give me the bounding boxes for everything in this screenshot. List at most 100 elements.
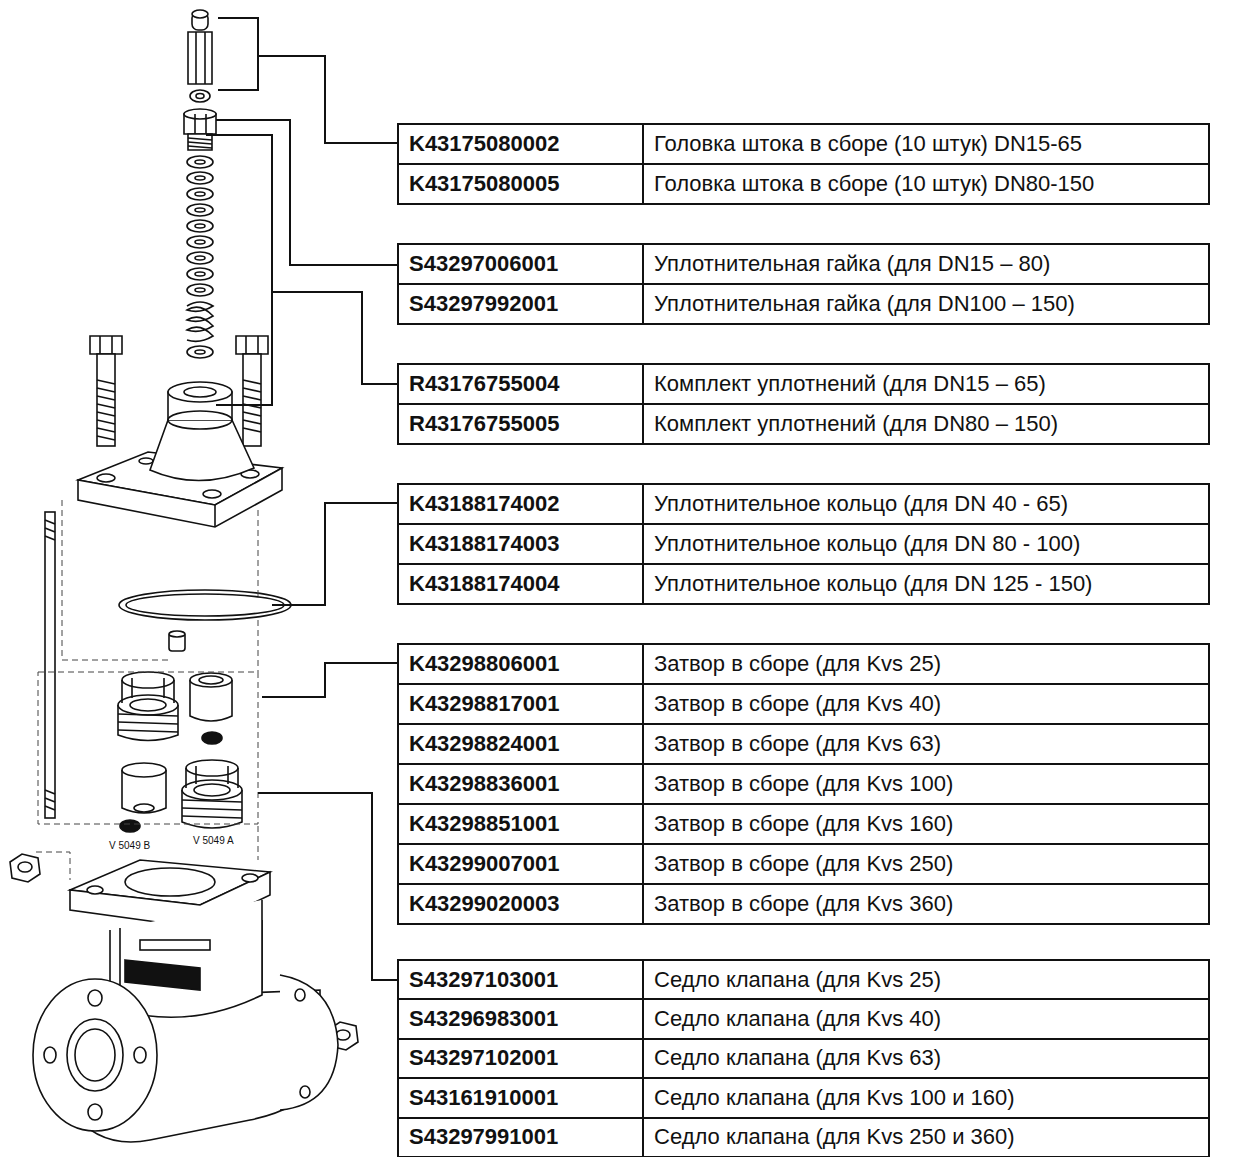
seat-ring (182, 816, 242, 818)
bush (169, 631, 185, 637)
bonnet (168, 382, 232, 402)
seal-stack (187, 204, 213, 216)
gasket (119, 590, 291, 620)
part-number-text: K43175080005 (409, 171, 559, 197)
part-description-text: Седло клапана (для Kvs 25) (654, 967, 941, 993)
part-description: Затвор в сборе (для Kvs 40) (642, 683, 1210, 725)
valve-body (88, 990, 102, 1006)
valve-body (33, 979, 157, 1131)
part-number-text: K43175080002 (409, 131, 559, 157)
part-number-text: S43297991001 (409, 1124, 558, 1150)
bonnet-bolt (243, 412, 261, 416)
part-description: Седло клапана (для Kvs 40) (642, 998, 1210, 1039)
bonnet (78, 382, 282, 527)
part-description-text: Седло клапана (для Kvs 63) (654, 1045, 941, 1071)
part-number-text: S43297992001 (409, 291, 558, 317)
part-number-text: K43298851001 (409, 811, 559, 837)
model-label: V 5049 A (192, 835, 235, 846)
seat-ring (118, 695, 178, 715)
part-description: Уплотнительное кольцо (для DN 80 - 100) (642, 523, 1210, 565)
valve-body (300, 1086, 310, 1098)
part-number: S43161910001 (397, 1077, 644, 1118)
leader-line (258, 56, 397, 143)
part-description-text: Затвор в сборе (для Kvs 40) (654, 691, 941, 717)
part-description: Уплотнительная гайка (для DN100 – 150) (642, 283, 1210, 325)
assembly-guide (258, 510, 259, 600)
bonnet-bolt (245, 336, 247, 354)
leader-line (258, 793, 397, 980)
bush (169, 631, 185, 651)
part-description: Затвор в сборе (для Kvs 250) (642, 843, 1210, 885)
seat-ring (182, 760, 242, 828)
part-description-text: Уплотнительная гайка (для DN100 – 150) (654, 291, 1075, 317)
seal-stack (187, 156, 213, 168)
bonnet-bolt (97, 428, 115, 432)
packing-nut (188, 134, 212, 150)
hex-nut (18, 862, 32, 872)
part-number-text: S43297102001 (409, 1045, 558, 1071)
part-description-text: Затвор в сборе (для Kvs 360) (654, 891, 953, 917)
part-description-text: Седло клапана (для Kvs 250 и 360) (654, 1124, 1015, 1150)
part-number-text: K43298806001 (409, 651, 559, 677)
seat-ring (194, 784, 230, 796)
bonnet-bolt (97, 420, 115, 424)
valve-body (87, 886, 103, 894)
valve-body (67, 1019, 123, 1091)
part-description-text: Уплотнительное кольцо (для DN 80 - 100) (654, 531, 1080, 557)
part-description-text: Затвор в сборе (для Kvs 100) (654, 771, 953, 797)
part-description: Головка штока в сборе (10 штук) DN80-150 (642, 163, 1210, 205)
part-number: K43188174002 (397, 483, 644, 525)
leader-line (272, 292, 397, 384)
valve-body (44, 1047, 56, 1063)
seal-stack (195, 256, 205, 260)
valve-plug (120, 820, 140, 832)
seal-stack (195, 240, 205, 244)
leader-line (218, 18, 258, 90)
bonnet-bolt (97, 436, 115, 440)
valve-body (88, 1104, 102, 1120)
stem-head (195, 32, 197, 84)
part-number: K43298817001 (397, 683, 644, 725)
valve-body (125, 868, 215, 896)
part-number: R43176755005 (397, 403, 644, 445)
assembly-guide (258, 826, 259, 860)
part-number-text: S43161910001 (409, 1085, 558, 1111)
valve-plug (120, 763, 166, 832)
valve-body (242, 874, 258, 882)
leader-line (206, 18, 397, 980)
assembly-guide (258, 620, 259, 672)
bonnet (139, 458, 153, 464)
part-number: K43298824001 (397, 723, 644, 765)
part-description: Седло клапана (для Kvs 63) (642, 1038, 1210, 1079)
valve-plug (122, 763, 166, 777)
part-number-text: K43298817001 (409, 691, 559, 717)
hex-nut (10, 854, 40, 882)
valve-plug (199, 676, 223, 684)
part-number: S43297991001 (397, 1117, 644, 1157)
seal-stack (195, 192, 205, 196)
part-number: K43298806001 (397, 643, 644, 685)
stem-head (188, 32, 212, 84)
valve-plug (134, 804, 154, 812)
part-description: Уплотнительная гайка (для DN15 – 80) (642, 243, 1210, 285)
part-number-text: K43298836001 (409, 771, 559, 797)
stem-head (196, 94, 204, 99)
leader-line (272, 503, 397, 605)
leader-line (216, 120, 397, 265)
part-description: Седло клапана (для Kvs 100 и 160) (642, 1077, 1210, 1118)
part-description: Уплотнительное кольцо (для DN 40 - 65) (642, 483, 1210, 525)
seal-stack (195, 224, 205, 228)
seal-stack (187, 252, 213, 264)
seat-ring (186, 760, 238, 776)
part-description: Головка штока в сборе (10 штук) DN15-65 (642, 123, 1210, 165)
bonnet-bolt (236, 336, 268, 354)
bonnet-bolt (243, 354, 261, 446)
part-description-text: Уплотнительное кольцо (для DN 125 - 150) (654, 571, 1092, 597)
model-label: V 5049 B (108, 840, 151, 851)
seat-ring (122, 678, 174, 703)
seat-ring (122, 672, 174, 688)
part-number-text: K43298824001 (409, 731, 559, 757)
seal-stack (187, 236, 213, 248)
bonnet-bolt (97, 380, 115, 384)
gasket (126, 594, 284, 616)
